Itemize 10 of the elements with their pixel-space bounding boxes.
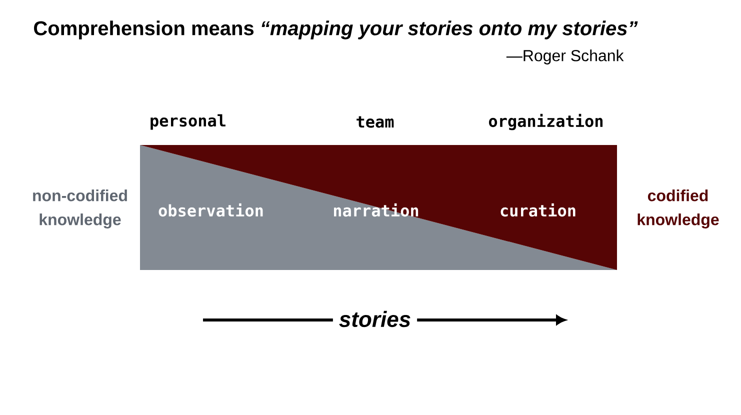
column-header: team: [356, 116, 394, 128]
axis-label: non-codified knowledge: [33, 190, 127, 228]
column-header: organization: [488, 114, 603, 130]
column-header: personal: [150, 114, 226, 130]
arrow-label: stories: [332, 308, 418, 330]
title: Comprehension means “mapping your stories onto my stories”: [34, 20, 638, 40]
quote-attribution: —Roger Schank: [506, 50, 624, 64]
axis-label: codified knowledge: [638, 190, 719, 228]
region-label: observation: [158, 203, 263, 217]
region-label: curation: [500, 203, 576, 217]
